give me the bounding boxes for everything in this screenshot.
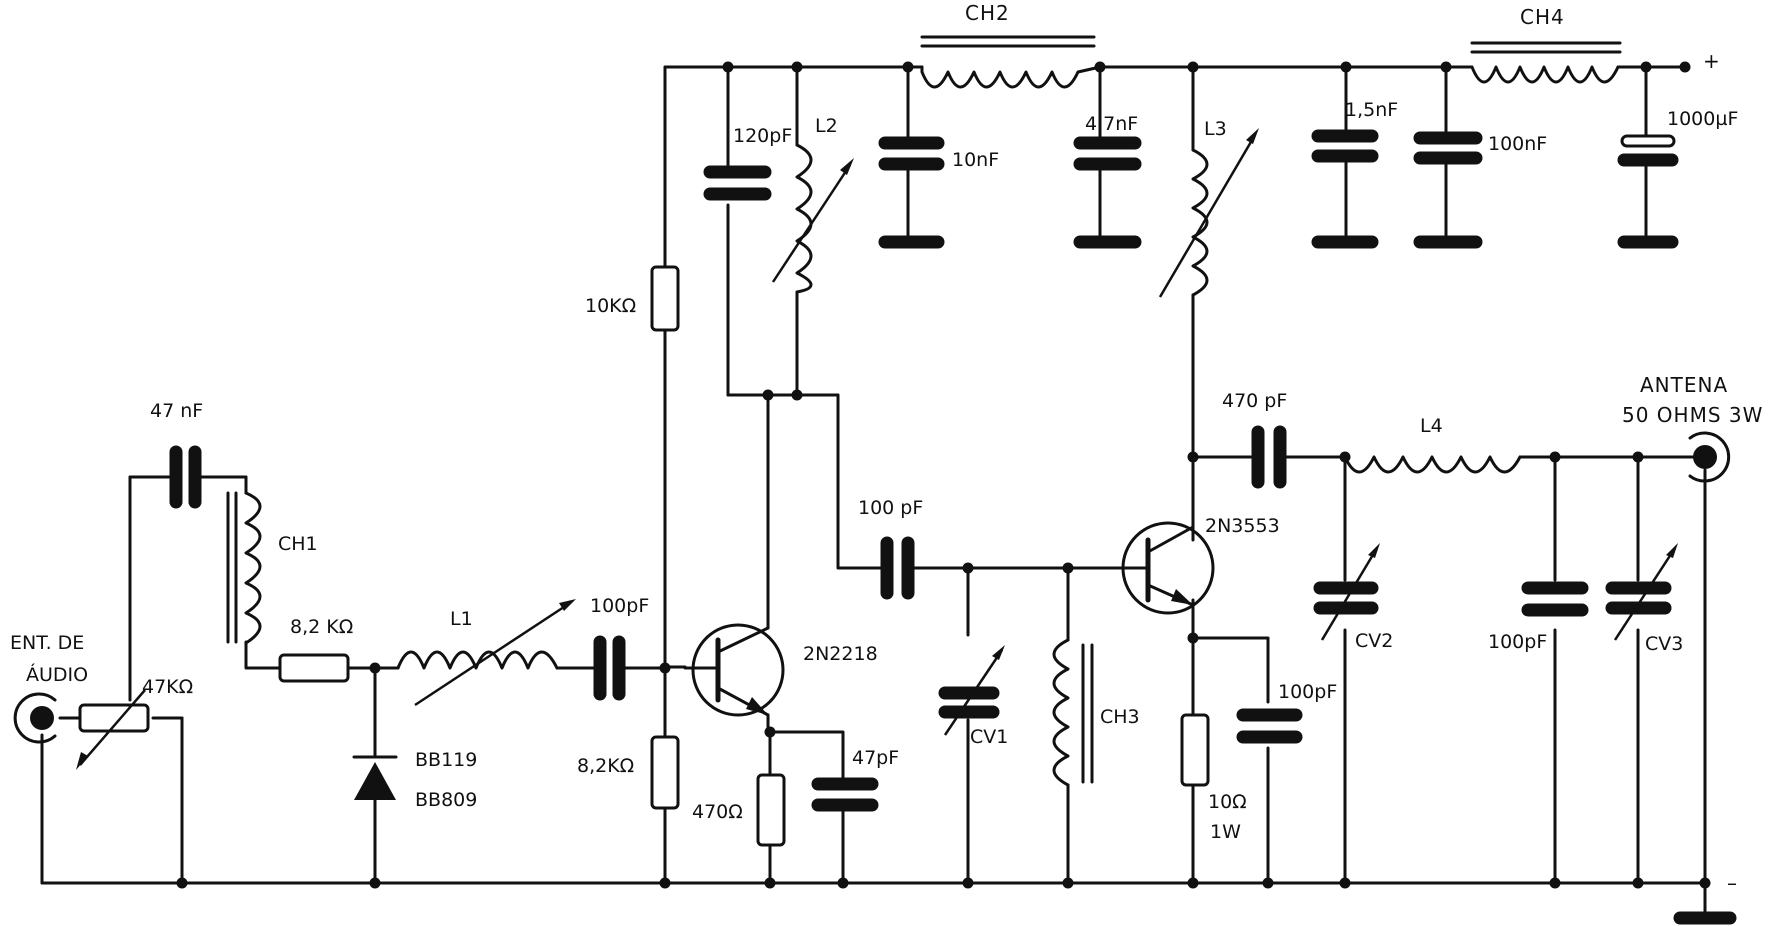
capacitor-120pf <box>703 165 772 201</box>
resistor-8-2k-bias <box>650 735 680 810</box>
capacitor-100pf-base <box>593 635 626 701</box>
label-cv2: CV2 <box>1355 630 1393 652</box>
label-bb809: BB809 <box>415 789 477 811</box>
variable-inductor-l3 <box>1158 128 1259 298</box>
capacitor-4-7nf <box>1073 136 1142 249</box>
label-120pf: 120pF <box>733 125 792 147</box>
label-ch4: CH4 <box>1520 5 1565 29</box>
potentiometer-47k <box>58 689 150 770</box>
capacitor-100pf-mid <box>880 536 915 600</box>
choke-ch1 <box>226 491 262 645</box>
label-100pf-out: 100pF <box>1488 631 1547 653</box>
transistor-2n2218 <box>691 623 785 717</box>
label-1w: 1W <box>1210 821 1241 843</box>
label-minus: – <box>1727 871 1738 895</box>
label-antenna: ANTENA <box>1640 373 1728 397</box>
electrolytic-capacitor-1000uf <box>1617 134 1679 249</box>
capacitor-47pf <box>811 777 879 812</box>
varactor-diode-bb119 <box>352 755 398 800</box>
label-100pf-emitter: 100pF <box>1278 681 1337 703</box>
label-cv3: CV3 <box>1645 633 1683 655</box>
label-ch1: CH1 <box>278 533 318 555</box>
label-10-ohm: 10Ω <box>1208 791 1247 813</box>
label-cv1: CV1 <box>970 726 1008 748</box>
resistor-10-ohm <box>1180 713 1210 787</box>
wires <box>40 65 1707 915</box>
label-47k: 47KΩ <box>142 676 193 698</box>
variable-inductor-l1 <box>396 599 576 707</box>
label-ch3: CH3 <box>1100 706 1140 728</box>
label-470pf: 470 pF <box>1222 390 1287 412</box>
label-2n2218: 2N2218 <box>803 643 878 665</box>
label-100nf: 100nF <box>1488 133 1547 155</box>
trimmer-capacitor-cv2 <box>1313 543 1380 641</box>
choke-ch4 <box>1470 41 1622 84</box>
label-100pf-base: 100pF <box>590 595 649 617</box>
capacitor-100pf-output <box>1521 581 1589 617</box>
choke-ch3 <box>1052 638 1094 787</box>
label-4-7nf: 4,7nF <box>1085 113 1138 135</box>
label-1-5nf: 1,5nF <box>1345 99 1398 121</box>
inductor-l4 <box>1343 455 1522 474</box>
label-8-2k-bias: 8,2KΩ <box>577 755 634 777</box>
capacitor-1-5nf <box>1311 129 1379 249</box>
label-l3: L3 <box>1204 118 1227 140</box>
capacitor-470pf <box>1251 425 1287 489</box>
antenna-connector <box>1688 431 1731 483</box>
label-input-line1: ENT. DE <box>10 632 84 654</box>
label-10k: 10KΩ <box>585 295 636 317</box>
capacitor-10nf <box>878 136 945 249</box>
junctions <box>176 61 1711 889</box>
trimmer-capacitor-cv1 <box>938 645 1005 736</box>
label-input-line2: ÁUDIO <box>26 663 88 686</box>
label-100pf-mid: 100 pF <box>858 497 923 519</box>
label-10nf: 10nF <box>952 149 999 171</box>
labels: CH2 CH4 + – 120pF L2 10nF 4,7nF L3 1,5nF… <box>10 1 1763 895</box>
capacitor-47nf <box>169 445 202 509</box>
capacitor-100nf <box>1413 131 1483 249</box>
label-2n3553: 2N3553 <box>1205 515 1280 537</box>
label-470-ohm: 470Ω <box>692 801 743 823</box>
label-antenna-spec: 50 OHMS 3W <box>1622 403 1763 427</box>
variable-inductor-l2 <box>771 143 854 294</box>
label-47pf: 47pF <box>852 747 899 769</box>
capacitor-100pf-emitter <box>1236 708 1303 744</box>
label-ch2: CH2 <box>965 1 1010 25</box>
resistor-470 <box>756 773 786 847</box>
audio-input-jack <box>13 692 57 744</box>
choke-ch2 <box>920 35 1102 89</box>
label-47nf: 47 nF <box>150 400 203 422</box>
resistor-8-2k-series <box>278 653 350 683</box>
label-plus: + <box>1703 49 1721 73</box>
label-l2: L2 <box>815 115 838 137</box>
transistor-2n3553 <box>1121 455 1215 615</box>
label-bb119: BB119 <box>415 749 477 771</box>
label-l4: L4 <box>1420 415 1443 437</box>
label-l1: L1 <box>450 608 473 630</box>
resistor-10k <box>650 265 680 332</box>
label-8-2k-series: 8,2 KΩ <box>290 616 353 638</box>
label-1000uf: 1000µF <box>1667 108 1738 130</box>
trimmer-capacitor-cv3 <box>1605 543 1678 641</box>
